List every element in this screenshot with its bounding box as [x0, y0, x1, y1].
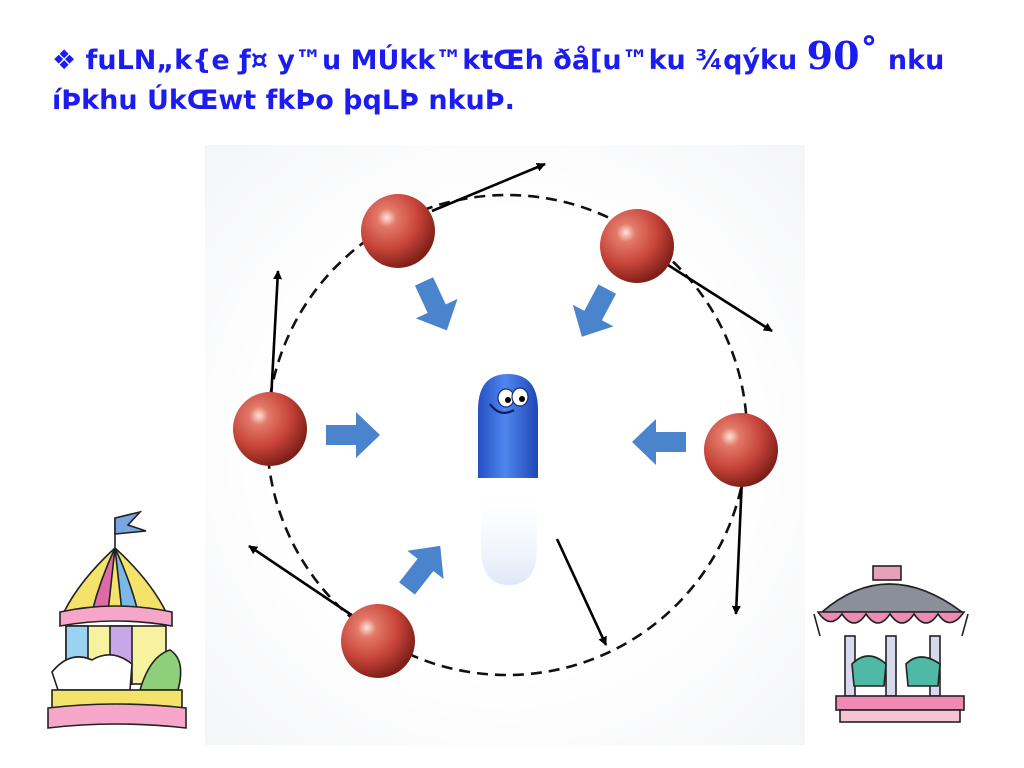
velocity-arrow-bottom-right	[555, 538, 608, 646]
velocity-arrow-bottom-left	[248, 544, 357, 620]
inward-arrow-bottom	[399, 545, 444, 595]
inward-arrow-left	[326, 412, 380, 458]
slide-title: ❖ fuLN„k{e ƒ¤ y™u MÚkk™ktŒh ðå[u™ku ¾qýk…	[52, 30, 1024, 120]
inward-arrow-top-right	[572, 284, 617, 337]
title-text-1: fuLN„k{e ƒ¤ y™u MÚkk™ktŒh ðå[u™ku ¾qýku	[85, 45, 807, 76]
inward-arrow-top-left	[414, 277, 458, 331]
ball-right	[704, 413, 778, 487]
velocity-arrow-left	[269, 270, 283, 401]
merry-go-round-icon	[813, 565, 969, 723]
velocity-arrow-top-right	[667, 263, 773, 333]
inward-arrow-right	[632, 419, 686, 465]
velocity-arrow-right	[731, 477, 744, 615]
velocity-arrow-top	[431, 162, 546, 213]
title-line-2: íÞkhu ÚkŒwt fkÞo þqLÞ nkuÞ.	[52, 85, 515, 117]
ball-left	[233, 392, 307, 466]
bullet-icon: ❖	[52, 45, 77, 76]
title-angle: 90˚	[806, 33, 879, 78]
carousel-tent-icon	[47, 510, 187, 729]
title-text-2: nku	[878, 45, 945, 76]
balls	[233, 194, 778, 678]
ball-top	[361, 194, 435, 268]
ball-bottom	[341, 604, 415, 678]
ball-top-right	[600, 209, 674, 283]
blue-character-icon	[478, 374, 538, 585]
